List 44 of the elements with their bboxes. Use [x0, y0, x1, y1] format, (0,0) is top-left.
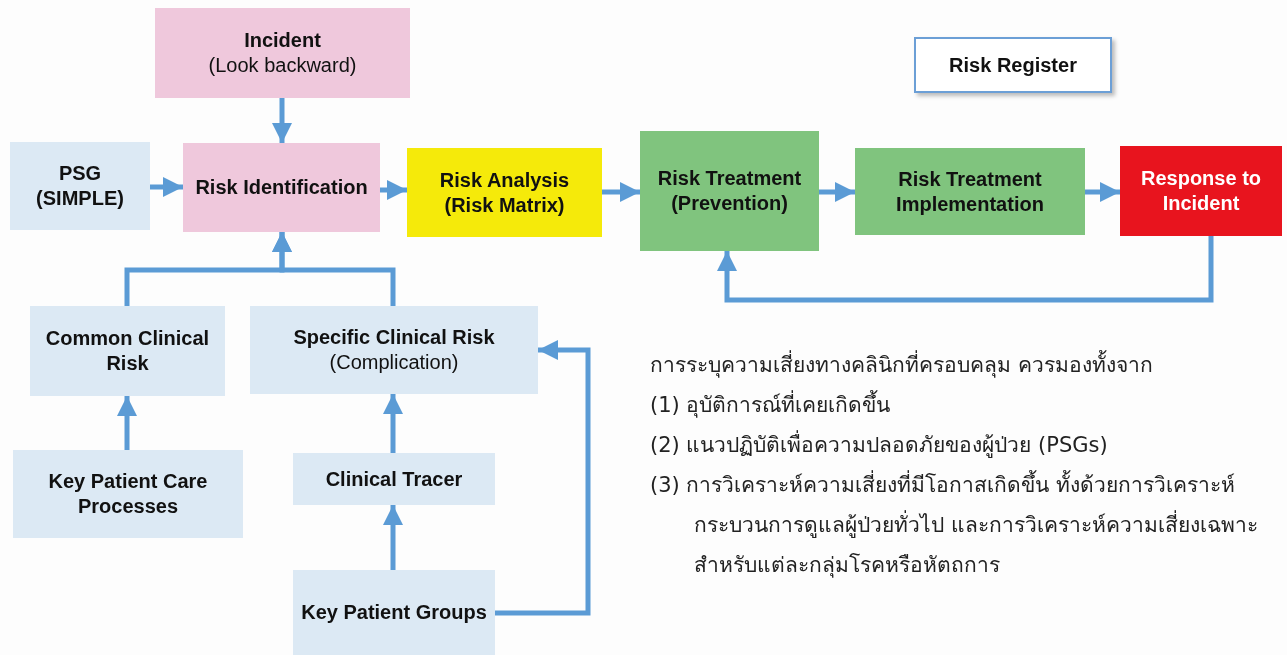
- title-text: PSG (SIMPLE): [35, 161, 125, 211]
- title-text: Response to Incident: [1140, 166, 1262, 216]
- process-box: [10, 142, 150, 230]
- arrow: [117, 396, 137, 450]
- arrow: [1085, 182, 1120, 202]
- title-text: Risk Identification: [195, 175, 368, 200]
- subtitle-text: (Look backward): [208, 53, 357, 78]
- process-box: [407, 148, 602, 237]
- process-box: [183, 143, 380, 232]
- paragraph-text: การระบุความเสี่ยงทางคลินิกที่ครอบคลุม ควรมองทั้งจาก: [650, 345, 1282, 385]
- title-text: Key Patient Care Processes: [47, 469, 209, 519]
- title-text: Risk Treatment Implementation: [895, 166, 1045, 217]
- arrow: [383, 505, 403, 570]
- title-text: Common Clinical Risk: [44, 326, 211, 376]
- arrow: [717, 236, 1214, 303]
- arrow: [819, 182, 855, 202]
- subtitle-text: (Complication): [329, 350, 459, 375]
- arrow: [495, 340, 591, 616]
- process-box: [1120, 146, 1282, 236]
- title-text: Incident: [244, 28, 321, 53]
- process-box: [293, 453, 495, 505]
- list-item: (2) แนวปฏิบัติเพื่อความปลอดภัยของผู้ป่วย (PSGs): [650, 425, 1282, 465]
- process-box: [855, 148, 1085, 235]
- title-text: Risk Treatment (Prevention): [656, 166, 803, 216]
- title-text: Specific Clinical Risk: [293, 325, 495, 350]
- title-text: Clinical Tracer: [325, 466, 463, 492]
- process-box: [250, 306, 538, 394]
- title-text: Key Patient Groups: [301, 600, 487, 625]
- list-item: (3) การวิเคราะห์ความเสี่ยงที่มีโอกาสเกิดขึ้น ทั้งด้วยการวิเคราะห์กระบวนการดูแลผู้ป่วยทั่วไป และการวิเคราะห์ความเสี่ยงเฉพาะสำหรับแต่ละกลุ่มโรคหรือหัตถการ: [650, 465, 1282, 585]
- list-item: (1) อุบัติการณ์ที่เคยเกิดขึ้น: [650, 385, 1282, 425]
- register-box: [914, 37, 1112, 93]
- arrow: [272, 232, 396, 306]
- process-box: [640, 131, 819, 251]
- process-box: [155, 8, 410, 98]
- process-box: [293, 570, 495, 655]
- title-text: Risk Register: [949, 52, 1077, 78]
- arrow: [150, 177, 183, 197]
- process-box: [13, 450, 243, 538]
- arrow: [272, 98, 292, 143]
- process-box: [30, 306, 225, 396]
- arrow: [602, 182, 640, 202]
- title-text: Risk Analysis (Risk Matrix): [438, 167, 571, 218]
- arrow: [383, 394, 403, 453]
- arrow: [380, 180, 407, 200]
